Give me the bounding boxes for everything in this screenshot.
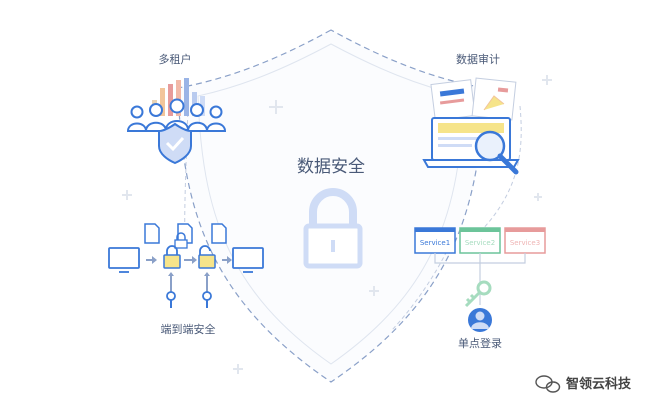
service3-label: Service3 xyxy=(510,239,540,247)
wechat-icon xyxy=(535,375,561,393)
multi-tenant-label: 多租户 xyxy=(159,52,192,66)
data-audit-group: 数据审计 xyxy=(422,52,520,175)
service1-window: Service1 xyxy=(414,227,456,254)
sso-group: Service1 Service2 Service3 单点登录 xyxy=(414,227,546,350)
service3-window: Service3 xyxy=(504,227,546,254)
service2-label: Service2 xyxy=(465,239,495,247)
sso-label: 单点登录 xyxy=(458,336,502,350)
key-icon xyxy=(464,280,492,308)
center-lock-icon xyxy=(303,188,363,269)
end-to-end-group: 端到端安全 xyxy=(108,223,264,336)
small-lock-icons xyxy=(163,232,216,269)
service1-label: Service1 xyxy=(420,239,450,247)
center-title: 数据安全 xyxy=(297,157,365,177)
magnifier-icon xyxy=(474,130,519,175)
watermark: 智领云科技 xyxy=(535,375,632,393)
user-avatar-icon xyxy=(468,308,492,332)
multi-tenant-group: 多租户 xyxy=(126,52,227,165)
monitor-right-icon xyxy=(232,247,264,273)
report-documents-icon xyxy=(430,77,517,121)
watermark-brand: 智领云科技 xyxy=(566,376,632,392)
shield-check-icon xyxy=(158,122,192,165)
sparkle-icons xyxy=(122,75,552,374)
key-icons xyxy=(166,272,212,308)
monitor-left-icon xyxy=(108,247,140,273)
shield xyxy=(177,29,485,383)
arrow-icons xyxy=(146,256,232,264)
end-to-end-label: 端到端安全 xyxy=(161,322,216,336)
data-audit-label: 数据审计 xyxy=(456,52,500,66)
service2-window: Service2 xyxy=(459,227,501,254)
service-connectors xyxy=(434,253,526,305)
